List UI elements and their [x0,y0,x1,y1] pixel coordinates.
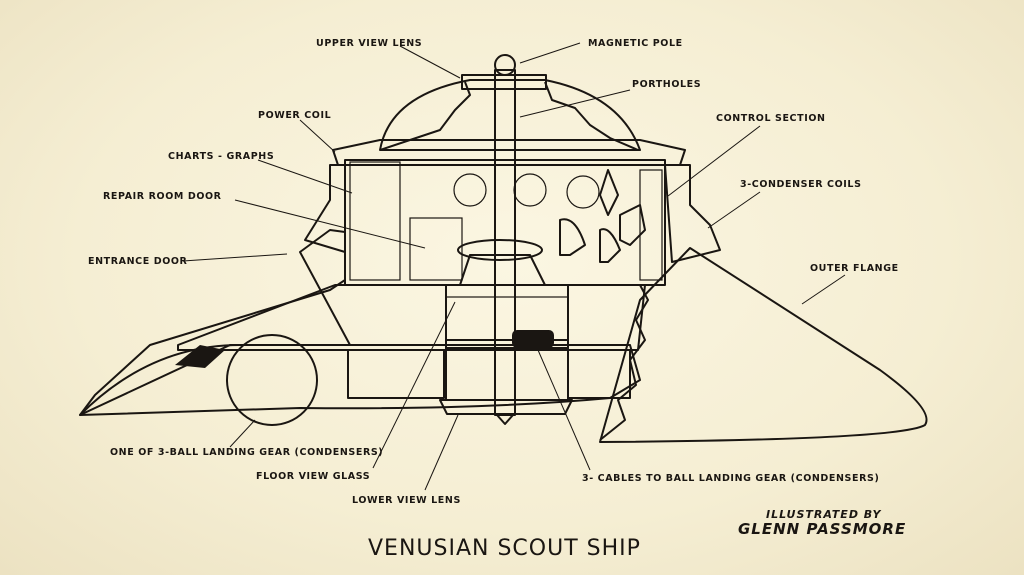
label-control-section: CONTROL SECTION [716,113,826,124]
label-lower-view-lens: LOWER VIEW LENS [352,495,461,506]
label-upper-view-lens: UPPER VIEW LENS [316,38,422,49]
label-condenser-coils: 3-CONDENSER COILS [740,179,862,190]
outer-flange [599,247,928,443]
repair-room-door [409,217,463,281]
credit-line-1: ILLUSTRATED BY [766,508,882,521]
lower-hull [79,344,641,416]
condenser-coil [304,164,346,253]
label-ball-landing-gear: ONE OF 3-BALL LANDING GEAR (CONDENSERS) [110,447,383,458]
label-cables: 3- CABLES TO BALL LANDING GEAR (CONDENSE… [582,473,879,484]
porthole [513,173,547,207]
condenser-coil [664,164,721,263]
upper-view-lens [461,74,547,90]
control-seat [559,218,586,256]
power-coil-ring [332,139,686,166]
lower-compartment-left [347,349,445,399]
porthole [566,175,600,209]
main-deck [177,284,646,351]
label-repair-room-door: REPAIR ROOM DOOR [103,191,222,202]
cable-drum [512,330,554,348]
label-power-coil: POWER COIL [258,110,331,121]
label-charts-graphs: CHARTS - GRAPHS [168,151,274,162]
label-outer-flange: OUTER FLANGE [810,263,899,274]
console [457,239,543,261]
label-magnetic-pole: MAGNETIC POLE [588,38,683,49]
cabin-wall [344,159,666,286]
pole-tip [494,54,516,76]
label-floor-view-glass: FLOOR VIEW GLASS [256,471,370,482]
diagram-title: VENUSIAN SCOUT SHIP [368,536,641,561]
porthole [453,173,487,207]
label-portholes: PORTHOLES [632,79,701,90]
credit-line-2: GLENN PASSMORE [738,520,906,538]
lower-view-lens [439,399,573,415]
label-entrance-door: ENTRANCE DOOR [88,256,188,267]
ball-landing-gear [226,334,318,426]
magnetic-pole [494,69,516,416]
